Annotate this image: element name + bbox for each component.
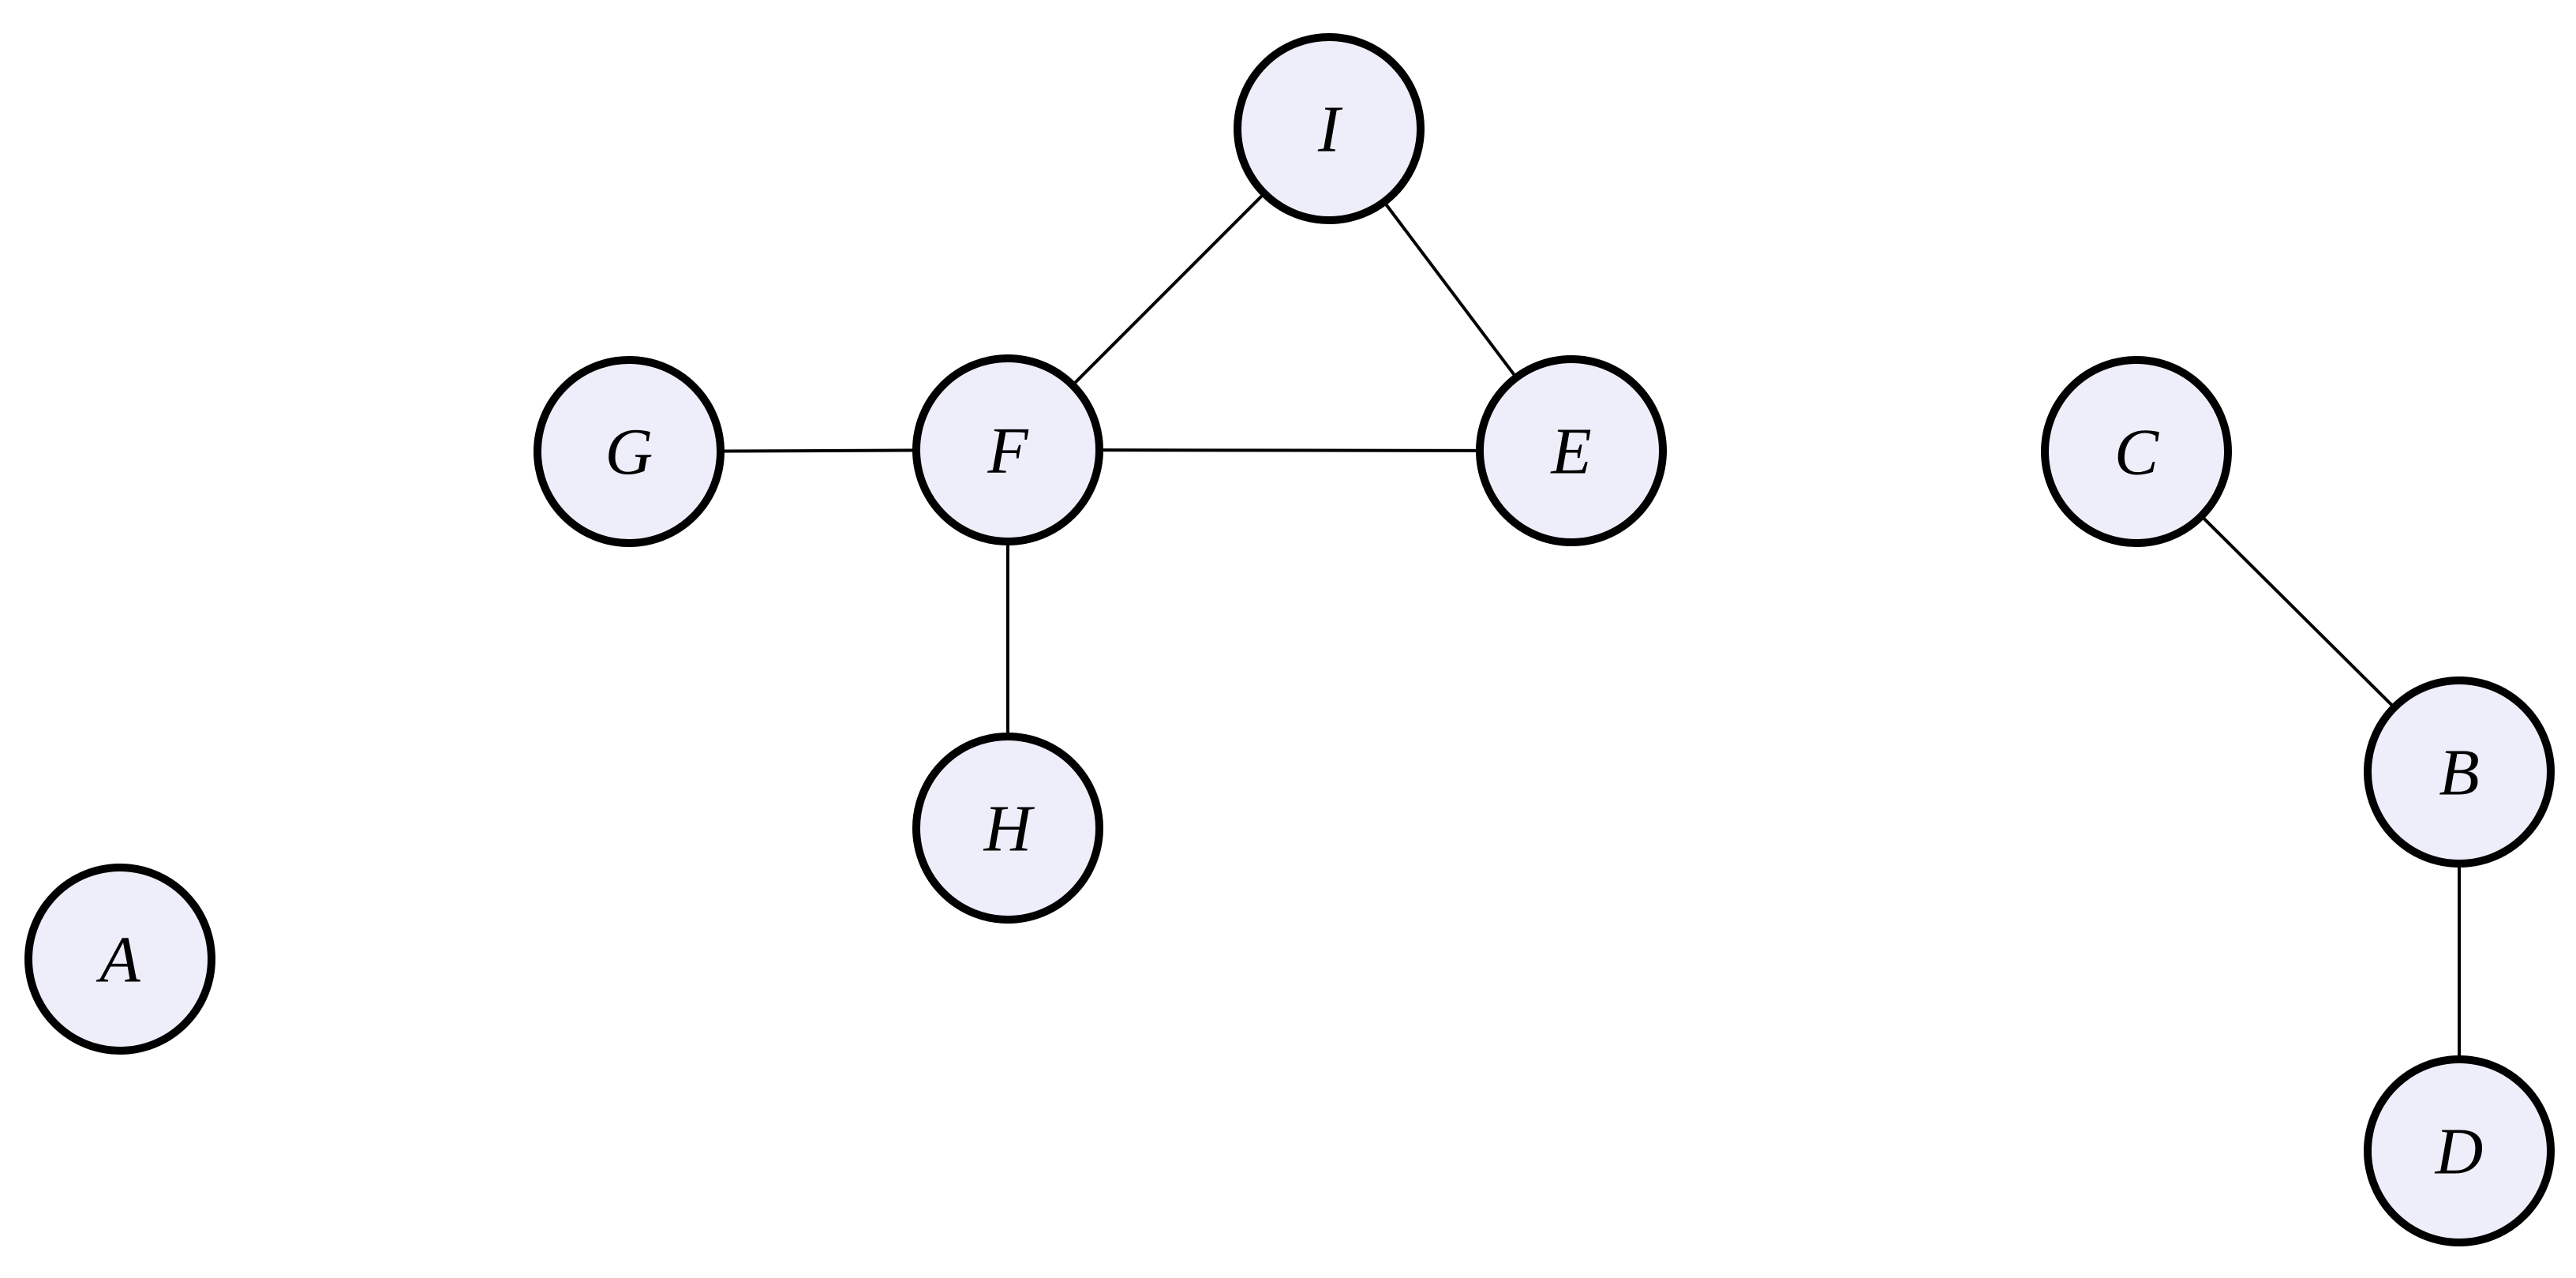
- node-F-circle: [912, 354, 1103, 545]
- node-A: A: [24, 864, 215, 1055]
- node-I: I: [1234, 33, 1425, 224]
- node-G: G: [534, 356, 724, 547]
- node-A-label: A: [95, 924, 140, 997]
- node-C: C: [2041, 356, 2232, 547]
- node-D-circle: [2364, 1055, 2555, 1246]
- node-E-label: E: [1550, 415, 1591, 489]
- node-F: F: [912, 354, 1103, 545]
- node-H: H: [912, 733, 1103, 924]
- node-E: E: [1476, 355, 1667, 546]
- node-B-label: B: [2439, 736, 2479, 810]
- node-H-circle: [912, 733, 1103, 924]
- node-E-circle: [1476, 355, 1667, 546]
- node-I-circle: [1234, 33, 1425, 224]
- node-G-circle: [534, 356, 724, 547]
- node-D-label: D: [2435, 1115, 2484, 1189]
- node-G-label: G: [605, 416, 653, 489]
- node-H-label: H: [983, 793, 1035, 866]
- node-C-label: C: [2114, 416, 2159, 489]
- node-A-circle: [24, 864, 215, 1055]
- node-C-circle: [2041, 356, 2232, 547]
- node-D: D: [2364, 1055, 2555, 1246]
- node-F-label: F: [987, 414, 1029, 488]
- node-B: B: [2364, 676, 2555, 868]
- node-I-label: I: [1317, 93, 1343, 167]
- node-B-circle: [2364, 676, 2555, 868]
